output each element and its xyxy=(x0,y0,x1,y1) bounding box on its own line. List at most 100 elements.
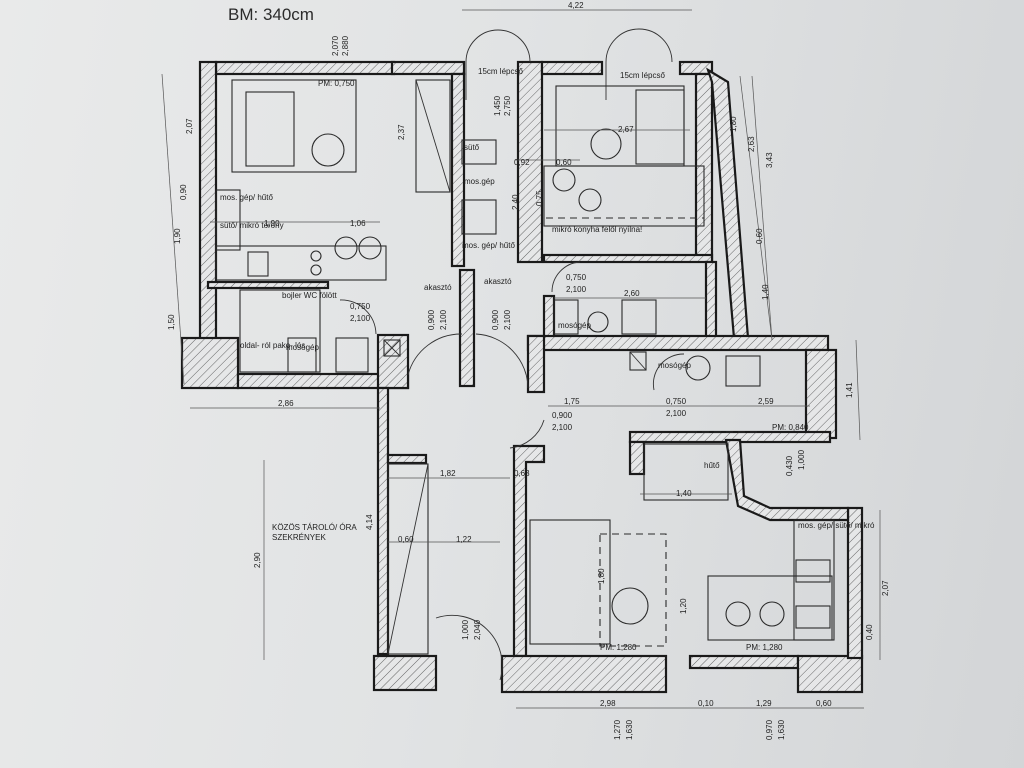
label-mos-gep-center: mos.gép xyxy=(464,177,495,186)
wardrobe-diagonal xyxy=(415,79,451,193)
dim-text: 0,750 xyxy=(350,302,371,311)
table-area xyxy=(599,533,667,647)
doors xyxy=(339,28,685,681)
kitchen-counter xyxy=(215,245,387,281)
dim-text: 1,000 xyxy=(461,619,470,640)
dim-text: 1,000 xyxy=(797,449,806,470)
dim-text: 0,750 xyxy=(566,273,587,282)
dim-text: 0,430 xyxy=(785,455,794,476)
dim-text: 1,90 xyxy=(264,219,280,228)
wall xyxy=(542,294,556,342)
wall xyxy=(516,60,544,264)
chair xyxy=(578,188,602,212)
label-oldal-rol-pakolos: oldal- ról pako- lós xyxy=(240,341,305,350)
wall xyxy=(206,280,330,290)
dim-text: 2,100 xyxy=(503,309,512,330)
door-swing xyxy=(407,333,463,376)
label-kozos-tarolo: KÖZÖS TÁROLÓ/ ÓRA xyxy=(272,523,357,532)
label-szekrenyek: SZEKRÉNYEK xyxy=(272,533,326,542)
chair xyxy=(358,236,382,260)
shaft-x xyxy=(383,339,401,357)
wall xyxy=(796,654,864,694)
dim-text: 2,63 xyxy=(747,136,756,152)
wall xyxy=(526,334,546,394)
label-steps-left: 15cm lépcső xyxy=(478,67,523,76)
dim-text: 2,100 xyxy=(439,309,448,330)
storage-cabinet xyxy=(387,463,429,655)
wardrobe xyxy=(415,79,451,193)
label-mosogep-right2: mosógép xyxy=(658,361,691,370)
shaft xyxy=(383,339,401,357)
shower xyxy=(287,337,317,373)
dim-text: 0,900 xyxy=(427,309,436,330)
dim-text: 1,41 xyxy=(845,382,854,398)
shaft-x xyxy=(629,351,647,371)
round-table xyxy=(611,587,649,625)
tall-unit xyxy=(215,189,241,251)
wall xyxy=(198,60,218,342)
furniture xyxy=(215,79,835,655)
chair xyxy=(759,601,785,627)
dim-text: 2,100 xyxy=(552,423,573,432)
wall xyxy=(180,336,240,390)
chair xyxy=(334,236,358,260)
wall xyxy=(846,506,864,660)
washing-machine xyxy=(685,355,711,381)
kitchen-counter xyxy=(543,165,705,227)
dimension-texts: 4,22 2,070 2,880 1,450 2,750 2,07 0,90 1… xyxy=(167,1,890,740)
dim-text: 2,100 xyxy=(566,285,587,294)
bathroom xyxy=(239,289,321,373)
wall xyxy=(724,438,850,522)
dim-text: 1,80 xyxy=(597,568,606,584)
label-mos-hutu-left: mos. gép/ hűtő xyxy=(220,193,273,202)
dim-text: 2,750 xyxy=(503,95,512,116)
dim-text: 2,40 xyxy=(511,194,520,210)
dim-text: 0,970 xyxy=(765,719,774,740)
label-bojler-wc: bojler WC fölött xyxy=(282,291,337,300)
dim-text: 4,14 xyxy=(365,514,374,530)
wall xyxy=(678,60,714,76)
dim-text: 1,270 xyxy=(613,719,622,740)
wall xyxy=(390,60,466,76)
dim-text: 2,07 xyxy=(185,118,194,134)
wc xyxy=(725,355,761,387)
door-swing xyxy=(435,614,503,681)
dim-text: 2,37 xyxy=(397,124,406,140)
label-steps-right: 15cm lépcső xyxy=(620,71,665,80)
wall xyxy=(450,72,466,268)
dim-text: 1,90 xyxy=(173,228,182,244)
label-suto-mikro-torony: sütő/ mikró torony xyxy=(220,221,284,230)
label-pm-top-left: PM: 0,750 xyxy=(318,79,355,88)
dim-text: 2,880 xyxy=(341,35,350,56)
dim-text: 2,67 xyxy=(618,125,634,134)
door-swing xyxy=(465,29,531,63)
wall xyxy=(214,60,396,76)
round-table xyxy=(311,133,345,167)
wall xyxy=(372,654,438,692)
dim-text: 1,82 xyxy=(440,469,456,478)
dimension-lines xyxy=(161,9,881,709)
dim-text: 1,06 xyxy=(350,219,366,228)
dim-text: 1,29 xyxy=(756,699,772,708)
wall xyxy=(540,60,604,76)
dim-text: 0,60 xyxy=(816,699,832,708)
dim-text: 2,60 xyxy=(624,289,640,298)
wall xyxy=(376,333,410,390)
wall xyxy=(628,440,646,476)
dim-text: 0,900 xyxy=(491,309,500,330)
sofa xyxy=(635,89,685,165)
door-swing xyxy=(339,299,377,335)
wc xyxy=(335,337,369,373)
wc xyxy=(621,299,657,335)
dim-text: 0,900 xyxy=(552,411,573,420)
wall xyxy=(458,268,476,388)
door-swing xyxy=(605,28,673,63)
dim-text: 1,22 xyxy=(456,535,472,544)
dim-text: 0,60 xyxy=(755,228,764,244)
dim-text: 1,450 xyxy=(493,95,502,116)
dim-text: 3,43 xyxy=(765,152,774,168)
wall xyxy=(542,253,714,264)
washing-machine xyxy=(461,199,497,235)
dim-text: 2,040 xyxy=(473,619,482,640)
